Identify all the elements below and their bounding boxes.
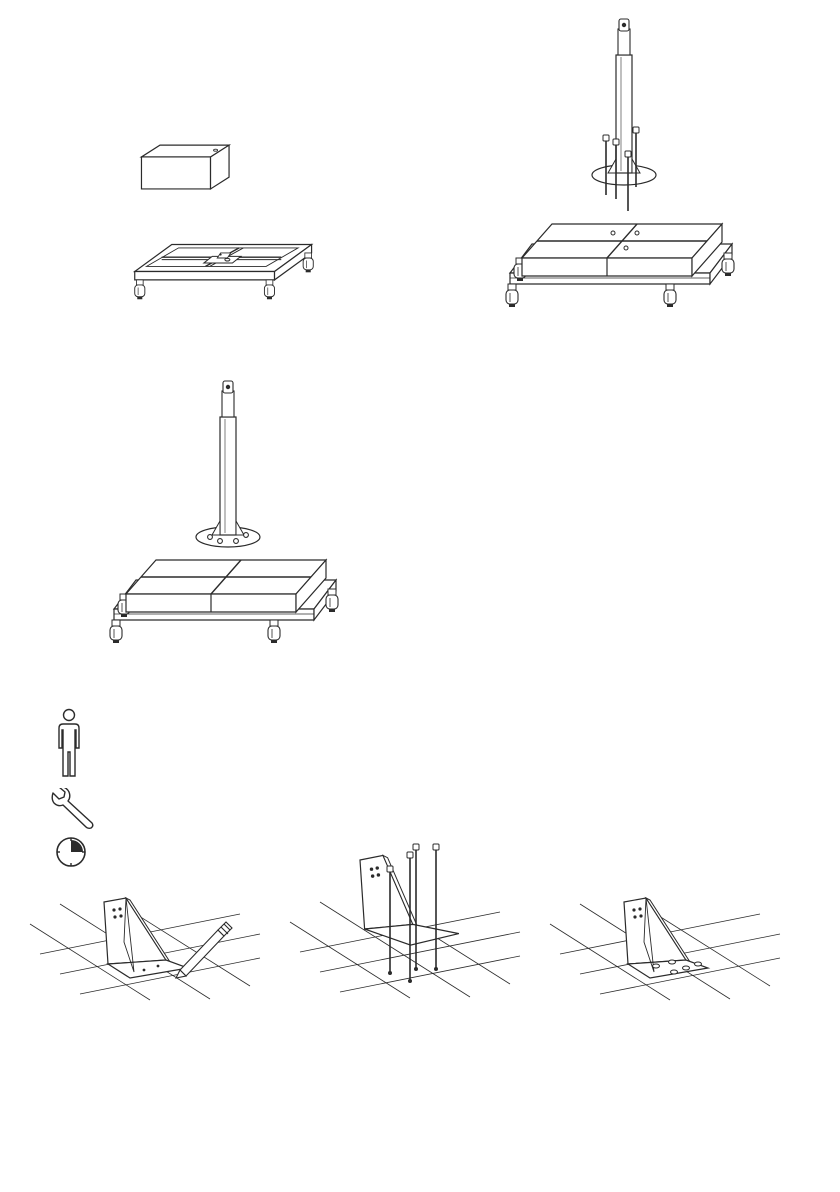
base-with-pole-bolts-illustration: [500, 50, 740, 290]
bracket-marking-illustration: [40, 894, 260, 1004]
clock-icon: [55, 836, 87, 868]
bracket-mounted-illustration: [560, 894, 800, 1004]
weight-slab-drawing: [141, 145, 229, 189]
base-assembled-illustration: [104, 404, 344, 624]
person-icon: [54, 708, 84, 778]
wrench-icon: [50, 788, 96, 830]
base-frame-illustration: [104, 130, 344, 290]
bracket-anchor-bolts-illustration: [300, 836, 520, 1006]
frame-drawing: [135, 245, 314, 300]
